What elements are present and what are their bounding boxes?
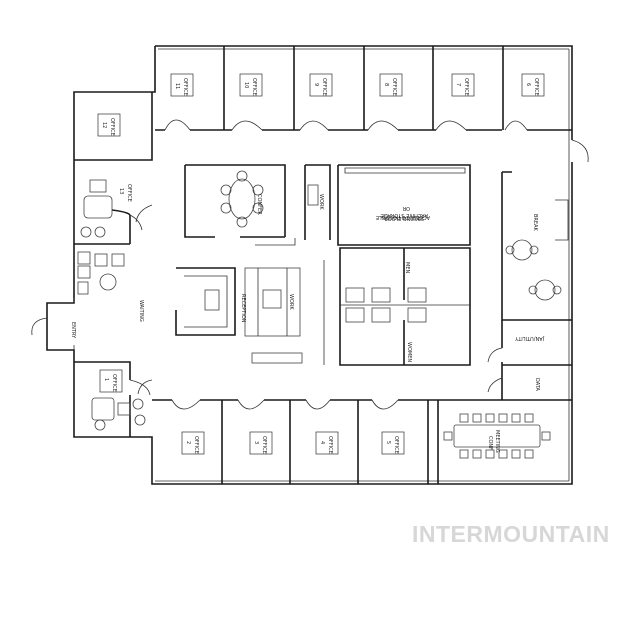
confer-label: CONFER	[256, 194, 262, 215]
office-10-label: OFFICE	[251, 78, 257, 96]
office-5-label: OFFICE	[393, 436, 399, 454]
office-5-number: 5	[385, 441, 391, 444]
entry-door	[31, 298, 75, 350]
work-center-label: WORK	[288, 294, 294, 310]
waiting-label: WAITING	[138, 300, 144, 322]
office-12-label: OFFICE	[109, 118, 115, 136]
utility-data	[487, 320, 572, 400]
work-stations	[244, 260, 325, 365]
janitor-label: JAN/UTILITY	[514, 335, 545, 341]
archive-line-3: ACCESS TO POSSIBLE	[376, 214, 430, 220]
break-label: BREAK	[532, 214, 538, 231]
archive-line-1: ARCHIVE STORAGE	[381, 212, 428, 218]
restrooms	[339, 247, 471, 366]
women-label: WOMEN	[406, 342, 412, 362]
exterior-walls	[46, 45, 573, 485]
watermark: INTERMOUNTAIN	[412, 521, 610, 547]
bottom-office-labels: OFFICE 2 OFFICE 3 OFFICE 4 OFFICE 5	[181, 431, 405, 455]
meeting-line-2: CONF	[487, 436, 493, 450]
work-top	[304, 164, 331, 240]
office-13-label: OFFICE	[126, 184, 132, 202]
corridor-doors	[129, 204, 153, 395]
office-8-label: OFFICE	[391, 78, 397, 96]
office-1-number: 1	[103, 378, 109, 381]
office-3-number: 3	[253, 441, 259, 444]
left-office-labels: OFFICE 12 OFFICE 13 OFFICE 1	[97, 113, 132, 393]
room-labels: ENTRY WAITING RECEPTION WORK WORK CONFER…	[70, 194, 545, 453]
waiting-seating	[77, 251, 125, 295]
office-6-label: OFFICE	[533, 78, 539, 96]
office-11-label: OFFICE	[182, 78, 188, 96]
meeting-line-1: MEETING	[494, 430, 500, 453]
meeting-room	[437, 399, 572, 484]
office-13-area	[74, 179, 131, 245]
office-13-number: 13	[118, 188, 124, 194]
office-2-label: OFFICE	[193, 436, 199, 454]
office-9-number: 9	[313, 83, 319, 86]
archive-line-4: SECOND FLOOR	[384, 215, 424, 221]
top-office-labels: OFFICE 11 OFFICE 10 OFFICE 9 OFFICE 8 OF…	[170, 73, 545, 97]
office-4-label: OFFICE	[327, 436, 333, 454]
office-8-number: 8	[383, 83, 389, 86]
side-exit-door	[571, 139, 589, 163]
office-7-label: OFFICE	[463, 78, 469, 96]
office-2-number: 2	[185, 441, 191, 444]
office-1-label: OFFICE	[111, 374, 117, 392]
top-offices	[155, 46, 572, 131]
office-6-number: 6	[525, 83, 531, 86]
reception-label: RECEPTION	[240, 294, 246, 323]
entry-label: ENTRY	[70, 322, 76, 339]
office-10-number: 10	[243, 82, 249, 88]
break-room	[501, 171, 572, 321]
data-label: DATA	[534, 378, 540, 391]
bottom-offices	[152, 399, 438, 484]
office-11-number: 11	[174, 83, 180, 89]
office-3-label: OFFICE	[261, 436, 267, 454]
office-1-area	[74, 361, 151, 437]
archive-line-2: OR	[402, 205, 410, 211]
office-7-number: 7	[455, 83, 461, 86]
office-12-area	[74, 92, 153, 161]
confer-room	[184, 164, 296, 246]
office-4-number: 4	[319, 441, 325, 444]
office-9-label: OFFICE	[321, 78, 327, 96]
archive-storage	[337, 164, 471, 246]
office-12-number: 12	[101, 122, 107, 128]
reception-desk	[175, 267, 236, 336]
work-top-label: WORK	[318, 194, 324, 210]
men-label: MEN	[404, 262, 410, 273]
